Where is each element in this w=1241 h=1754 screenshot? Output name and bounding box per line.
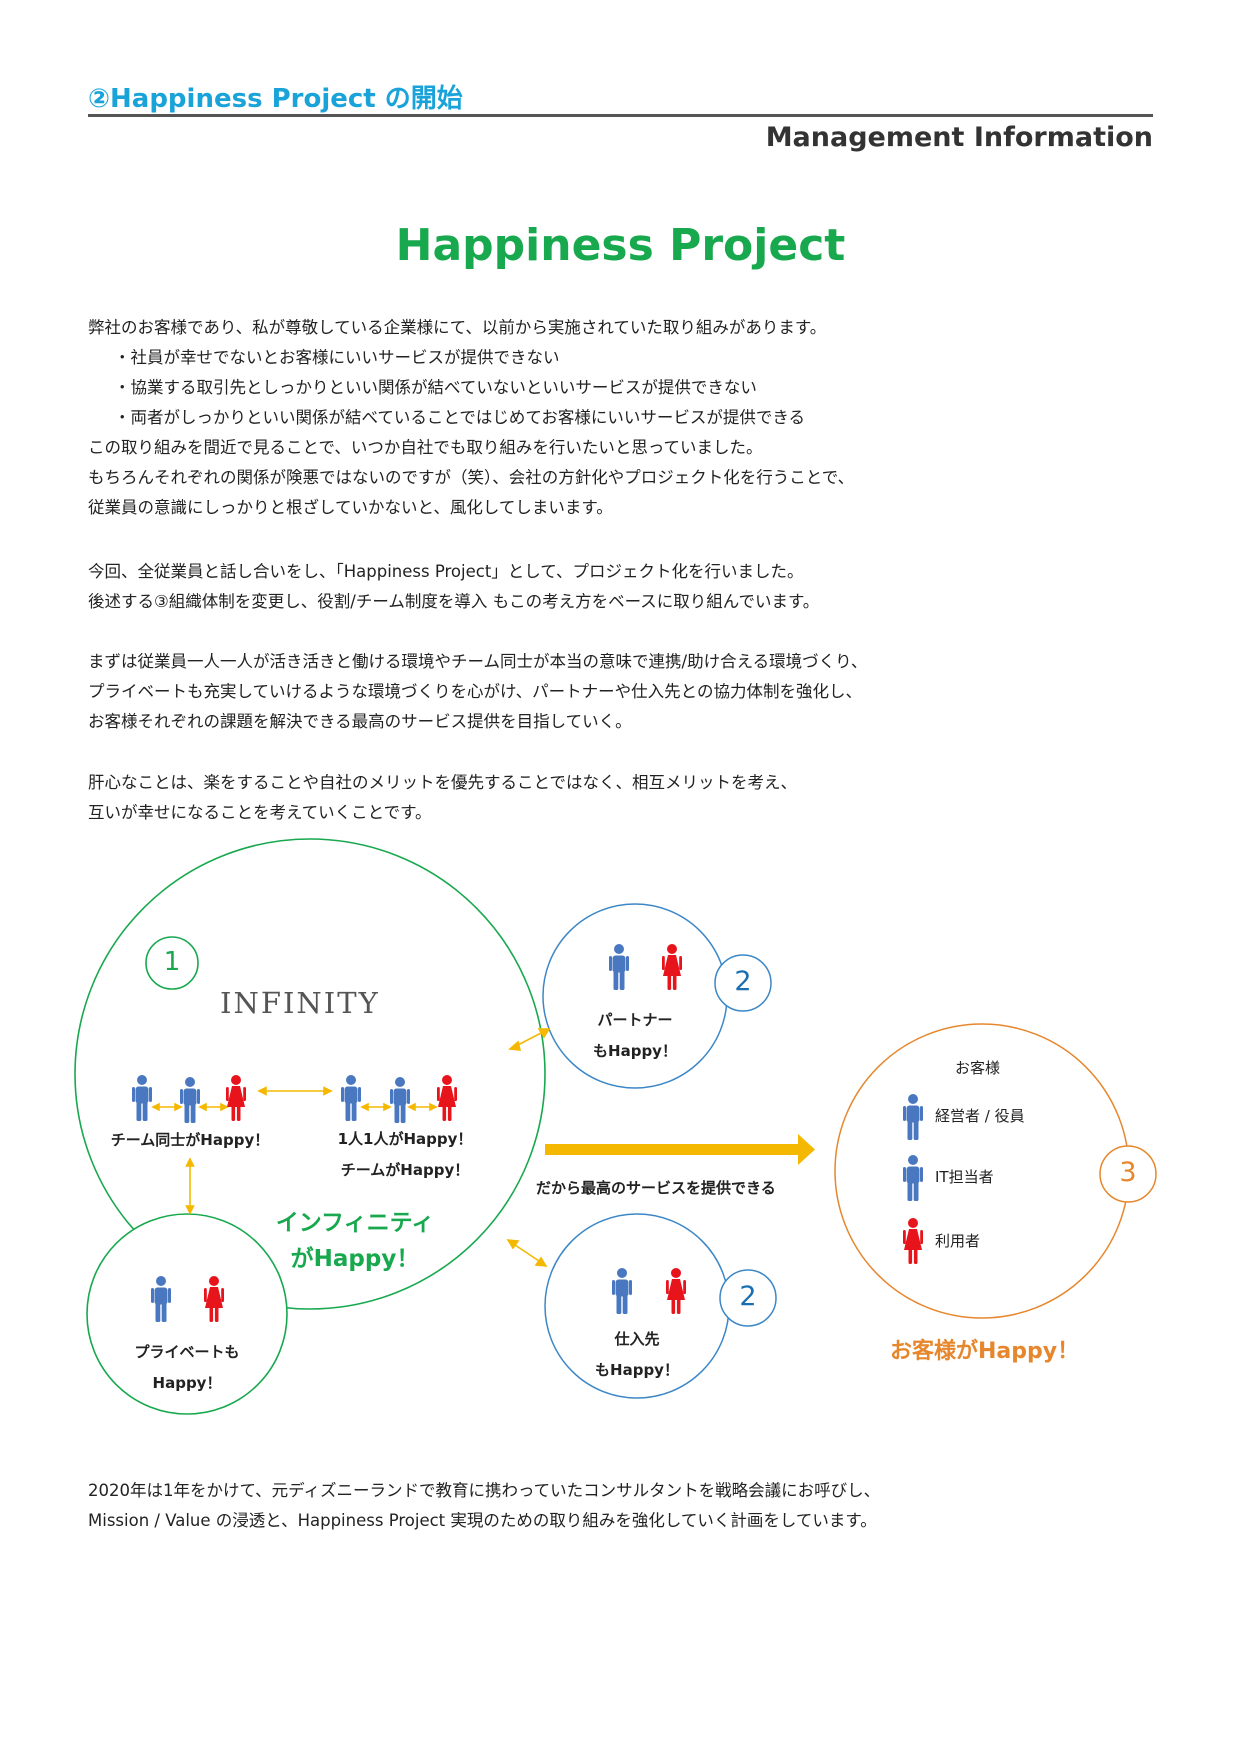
text-line: この取り組みを間近で見ることで、いつか自社でも取り組みを行いたいと思っていました… [88,438,763,457]
closing-paragraph: 2020年は1年をかけて、元ディズニーランドで教育に携わっていたコンサルタントを… [88,1476,880,1536]
supplier-label: 仕入先 [614,1330,660,1348]
text-line: 弊社のお客様であり、私が尊敬している企業様にて、以前から実施されていた取り組みが… [88,318,827,337]
header-rule [88,114,1153,117]
text-line: Mission / Value の浸透と、Happiness Project 実… [88,1511,877,1530]
goal-paragraph: まずは従業員一人一人が活き活きと働ける環境やチーム同士が本当の意味で連携/助け合… [88,647,867,737]
page-title: Happiness Project [395,220,846,271]
badge-1-number: 1 [163,947,181,977]
bullet-item: ・協業する取引先としっかりといい関係が結べていないといいサービスが提供できない [114,378,757,397]
text-line: もちろんそれぞれの関係が険悪ではないのですが（笑）、会社の方針化やプロジェクト化… [88,468,855,487]
badge-2-number: 2 [734,966,752,997]
badge-3-number: 3 [1119,1157,1137,1188]
text-line: 互いが幸せになることを考えていくことです。 [88,803,432,822]
individual-happy-label: 1人1人がHappy！ [337,1130,473,1148]
service-arrow-shaft [545,1144,803,1155]
text-line: 2020年は1年をかけて、元ディズニーランドで教育に携わっていたコンサルタントを… [88,1481,881,1500]
badge-1-circle [145,936,199,990]
private-label: プライベートも [134,1343,240,1361]
partner-label: パートナー [597,1011,673,1029]
infinity-happy-label: インフィニティ [275,1210,435,1236]
service-arrow-head [798,1134,815,1165]
text-line: 後述する③組織体制を変更し、役割/チーム制度を導入 もこの考え方をベースに取り組… [88,592,820,611]
text-line: 今回、全従業員と話し合いをし、「Happiness Project」として、プロ… [88,562,804,581]
private-circle [86,1213,288,1415]
project-paragraph: 今回、全従業員と話し合いをし、「Happiness Project」として、プロ… [88,557,819,617]
text-line: お客様それぞれの課題を解決できる最高のサービス提供を目指していく。 [88,712,632,731]
badge-2-circle [714,954,772,1012]
text-line: 肝心なことは、楽をすることや自社のメリットを優先することではなく、相互メリットを… [88,773,798,792]
badge-3-circle [1099,1145,1157,1203]
bullet-item: ・両者がしっかりといい関係が結べていることではじめてお客様にいいサービスが提供で… [114,408,806,427]
text-line: 従業員の意識にしっかりと根ざしていかないと、風化してしまいます。 [88,498,613,517]
team-happy-label: チーム同士がHappy！ [110,1131,270,1149]
private-happy-label: Happy！ [152,1374,222,1392]
text-line: プライベートも充実していけるような環境づくりを心がけ、パートナーや仕入先との協力… [88,682,863,701]
customer-happy-label: お客様がHappy！ [890,1339,1080,1364]
customer-item-user: 利用者 [935,1232,981,1250]
text-line: まずは従業員一人一人が活き活きと働ける環境やチーム同士が本当の意味で連携/助け合… [88,652,868,671]
badge-2-circle [719,1269,777,1327]
customer-item-executive: 経営者 / 役員 [935,1107,1025,1125]
service-arrow-label: だから最高のサービスを提供できる [536,1179,776,1197]
supplier-happy-label: もHappy！ [595,1361,679,1379]
company-logo: INFINITY [220,986,380,1020]
customer-item-it-staff: IT担当者 [935,1168,994,1186]
category-label: Management Information [765,122,1153,153]
team-happy-label-2: チームがHappy！ [340,1161,470,1179]
key-point-paragraph: 肝心なことは、楽をすることや自社のメリットを優先することではなく、相互メリットを… [88,768,797,828]
bullet-item: ・社員が幸せでないとお客様にいいサービスが提供できない [114,348,560,367]
partner-happy-label: もHappy！ [593,1042,677,1060]
badge-2-number: 2 [739,1281,757,1312]
relation-arrows [151,1028,551,1267]
section-title: ②Happiness Project の開始 [88,84,463,114]
customer-title: お客様 [955,1059,1001,1077]
intro-paragraph: 弊社のお客様であり、私が尊敬している企業様にて、以前から実施されていた取り組みが… [88,313,854,523]
infinity-happy-label-2: がHappy！ [290,1246,420,1272]
